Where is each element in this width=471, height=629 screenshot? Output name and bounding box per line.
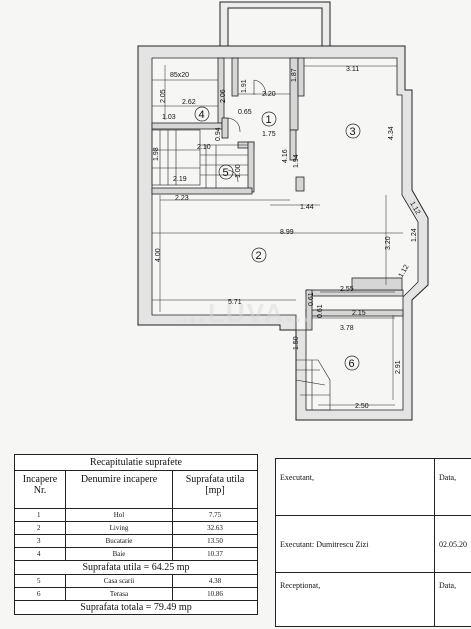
dim-1-00: 1.00 <box>235 164 242 178</box>
summary-title: Recapitulatie suprafete <box>14 454 258 471</box>
table-row: 3 Bucatarie 13.50 <box>14 534 258 548</box>
row-number: 2 <box>14 521 66 535</box>
dim-3-78: 3.78 <box>340 325 354 332</box>
dim-2-10: 2.10 <box>197 144 211 151</box>
room-number-1: 1 <box>266 114 272 126</box>
dim-1-50: 1.50 <box>293 336 300 350</box>
room-number-2: 2 <box>256 250 262 262</box>
dim-1-87: 1.87 <box>291 68 298 82</box>
dim-1-24: 1.24 <box>411 228 418 242</box>
dim-2-15: 2.15 <box>352 310 366 317</box>
dim-2-05: 2.05 <box>160 89 167 103</box>
dim-0-61-right: 0.61 <box>317 304 324 318</box>
dim-4-16: 4.16 <box>282 149 289 163</box>
usable-area-total: Suprafata utila = 64.25 mp <box>14 560 258 575</box>
row-name: Hol <box>65 508 173 522</box>
row-area: 10.37 <box>172 547 258 561</box>
row-number: 4 <box>14 547 66 561</box>
date-label-1: Data, <box>434 458 471 516</box>
header-room-number: Incapere Nr. <box>14 470 66 509</box>
dim-3-11: 3.11 <box>346 66 359 73</box>
row-area: 13.50 <box>172 534 258 548</box>
dim-1-44: 1.44 <box>300 204 314 211</box>
dim-4-34: 4.34 <box>388 126 395 140</box>
dim-2-19: 2.19 <box>173 176 187 183</box>
executant-name: Executant: Dumitrescu Zizi <box>275 515 435 573</box>
dim-5-71: 5.71 <box>228 299 242 306</box>
room-marker-6: 6 <box>344 355 360 371</box>
dim-1-75: 1.75 <box>262 131 276 138</box>
table-row: 5 Casa scarii 4.38 <box>14 574 258 588</box>
table-row: 1 Hol 7.75 <box>14 508 258 522</box>
dim-0-94: 0.94 <box>215 127 222 141</box>
room-marker-2: 2 <box>251 247 267 263</box>
floor-plan: 85x20 2.05 2.62 2.06 1.91 2.20 1.87 3.11… <box>137 1 429 421</box>
room-number-3: 3 <box>350 126 356 138</box>
table-row: 4 Baie 10.37 <box>14 547 258 561</box>
row-area: 7.75 <box>172 508 258 522</box>
table-row: 2 Living 32.63 <box>14 521 258 535</box>
row-area: 32.63 <box>172 521 258 535</box>
row-number: 5 <box>14 574 66 588</box>
row-area: 4.38 <box>172 574 258 588</box>
dim-2-62: 2.62 <box>182 99 196 106</box>
dim-1-98: 1.98 <box>153 147 160 161</box>
executant-date: 02.05.20 <box>434 515 471 573</box>
room-number-5: 5 <box>223 167 229 179</box>
dim-1-91: 1.91 <box>241 79 248 93</box>
dim-0-65: 0.65 <box>238 109 252 116</box>
row-number: 1 <box>14 508 66 522</box>
date-label-2: Data, <box>434 572 471 627</box>
dim-2-23: 2.23 <box>175 195 189 202</box>
area-summary-table: Recapitulatie suprafete Incapere Nr. Den… <box>14 454 258 615</box>
watermark: …LUVA… <box>180 298 313 328</box>
dim-2-06: 2.06 <box>220 89 227 103</box>
executant-label: Executant, <box>275 458 435 516</box>
dim-2-91: 2.91 <box>395 360 402 374</box>
executant-table: Executant, Data, Executant: Dumitrescu Z… <box>275 458 471 627</box>
dim-3-20: 3.20 <box>385 236 392 250</box>
room-marker-3: 3 <box>345 123 361 139</box>
room-marker-1: 1 <box>261 111 277 127</box>
header-usable-area: Suprafata utila [mp] <box>172 470 258 509</box>
received-label: Receptionat, <box>275 572 435 627</box>
room-number-6: 6 <box>349 358 355 370</box>
row-name: Casa scarii <box>65 574 173 588</box>
dim-2-50: 2.50 <box>355 403 369 410</box>
row-name: Bucatarie <box>65 534 173 548</box>
dim-1-03: 1.03 <box>162 114 176 121</box>
row-name: Living <box>65 521 173 535</box>
room-number-4: 4 <box>199 109 205 121</box>
dim-2-55: 2.55 <box>340 286 354 293</box>
dim-85x20: 85x20 <box>170 72 189 79</box>
row-name: Baie <box>65 547 173 561</box>
dim-2-20: 2.20 <box>262 91 276 98</box>
row-number: 3 <box>14 534 66 548</box>
dim-0-61-left: 0.61 <box>308 292 315 306</box>
row-area: 10.86 <box>172 587 258 601</box>
dim-8-99: 8.99 <box>280 229 294 236</box>
dim-1-94: 1.94 <box>293 154 300 168</box>
room-marker-5: 5 <box>218 164 234 180</box>
table-row: 6 Terasa 10.86 <box>14 587 258 601</box>
room-marker-4: 4 <box>194 106 210 122</box>
row-number: 6 <box>14 587 66 601</box>
total-area: Suprafata totala = 79.49 mp <box>14 600 258 615</box>
row-name: Terasa <box>65 587 173 601</box>
dim-4-00: 4.00 <box>155 248 162 262</box>
header-room-name: Denumire incapere <box>65 470 173 509</box>
